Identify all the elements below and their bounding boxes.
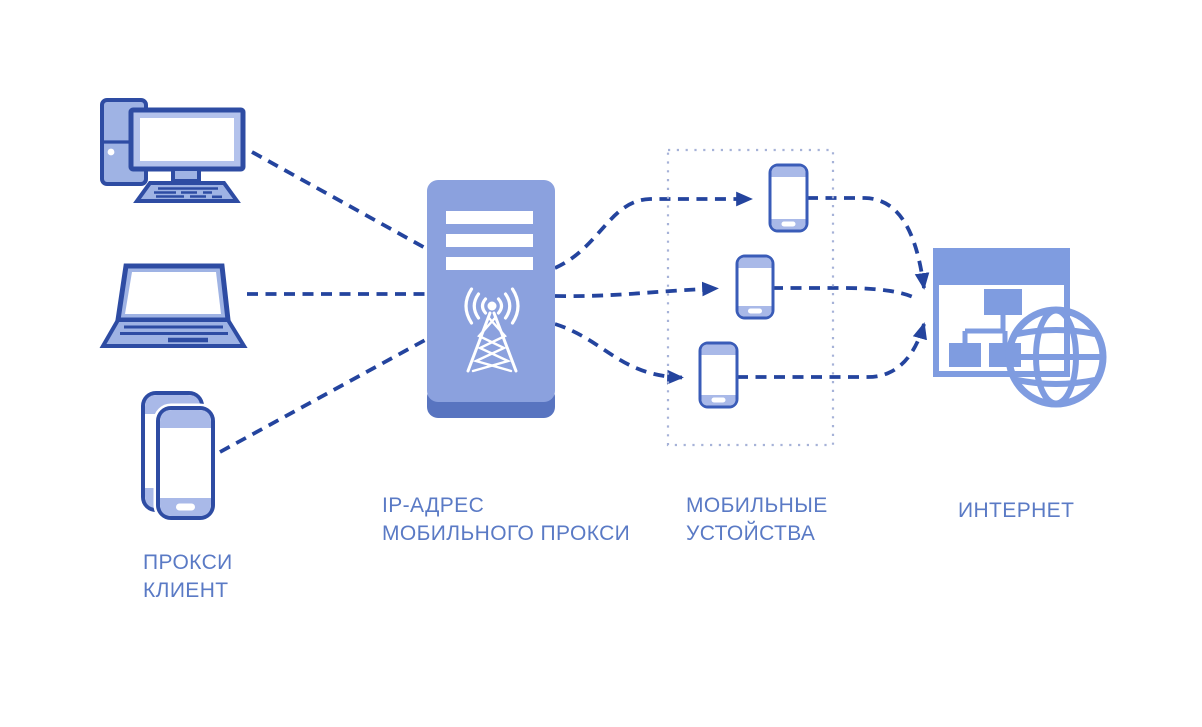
connector-server-to-phone-1 bbox=[554, 191, 753, 270]
proxy-ip-label-line1: IP-АДРЕС bbox=[382, 494, 485, 517]
browser-titlebar bbox=[933, 248, 1070, 285]
connector-desktop-to-server bbox=[251, 150, 428, 251]
globe-icon bbox=[1005, 306, 1107, 408]
connector-phones-to-server bbox=[219, 337, 428, 454]
proxy-client-label-line1: ПРОКСИ bbox=[143, 551, 233, 574]
connector-server-to-phone-2 bbox=[554, 281, 719, 299]
connector-phone-1-to-internet bbox=[807, 196, 930, 290]
proxy-ip-label: IP-АДРЕС МОБИЛЬНОГО ПРОКСИ bbox=[382, 492, 630, 548]
sitemap-icon bbox=[949, 289, 1022, 367]
mobile-phone-2-icon bbox=[735, 254, 775, 320]
mobile-devices-label-line2: УСТОЙСТВА bbox=[686, 522, 816, 545]
connector-phone-3-to-internet bbox=[737, 322, 927, 379]
mobile-devices-label: МОБИЛЬНЫЕ УСТОЙСТВА bbox=[686, 492, 828, 548]
connectors bbox=[219, 150, 930, 454]
connector-phone-2-to-internet bbox=[772, 286, 916, 300]
internet-label: ИНТЕРНЕТ bbox=[958, 497, 1074, 525]
internet-label-line1: ИНТЕРНЕТ bbox=[958, 499, 1075, 522]
desktop-computer-icon bbox=[100, 98, 246, 203]
proxy-ip-label-line2: МОБИЛЬНОГО ПРОКСИ bbox=[382, 522, 631, 545]
proxy-client-label-line2: КЛИЕНТ bbox=[143, 579, 229, 602]
radio-tower-icon bbox=[464, 287, 520, 373]
server-antenna-icon bbox=[427, 180, 555, 418]
connector-server-to-phone-3 bbox=[554, 322, 684, 385]
mobile-phone-1-icon bbox=[768, 163, 809, 233]
mobile-phone-3-icon bbox=[698, 341, 739, 409]
laptop-icon bbox=[99, 263, 248, 348]
mobile-devices-label-line1: МОБИЛЬНЫЕ bbox=[686, 494, 828, 517]
smartphones-icon bbox=[141, 391, 218, 523]
browser-globe-icon bbox=[933, 248, 1107, 408]
proxy-client-label: ПРОКСИ КЛИЕНТ bbox=[143, 549, 233, 605]
